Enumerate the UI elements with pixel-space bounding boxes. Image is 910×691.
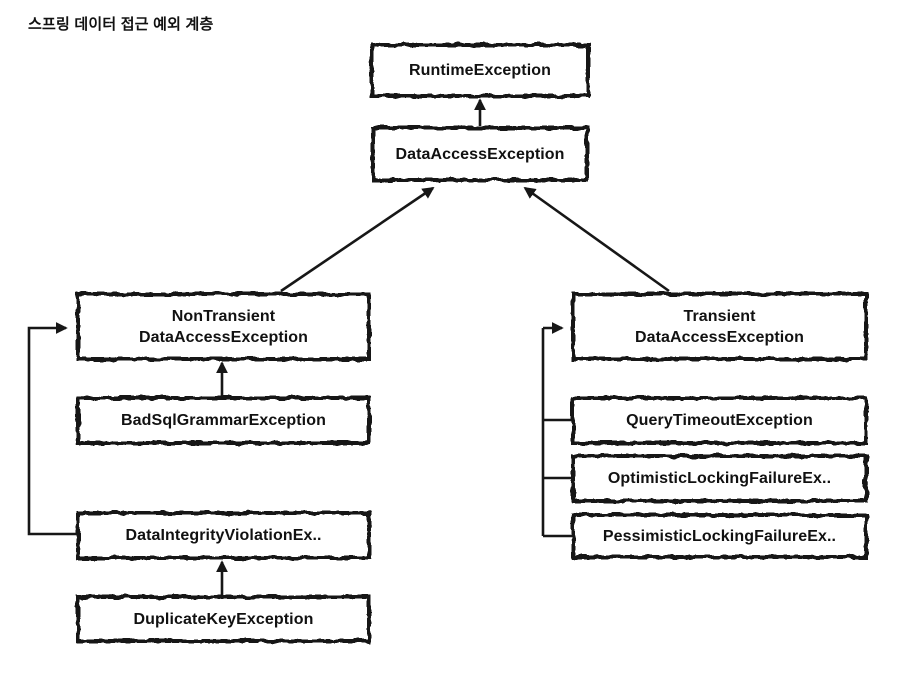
- node-runtime-exception: RuntimeException: [372, 45, 588, 96]
- node-label: RuntimeException: [408, 62, 552, 79]
- node-non-transient-data-access-exception: NonTransient DataAccessException: [78, 294, 369, 359]
- node-label: DataIntegrityViolationEx..: [125, 527, 322, 544]
- node-box-transient-data-access-exception: [571, 292, 868, 361]
- node-query-timeout-exception: QueryTimeoutException: [573, 398, 866, 443]
- node-label: OptimisticLockingFailureEx..: [607, 470, 832, 487]
- node-label: BadSqlGrammarException: [121, 412, 326, 429]
- node-label-line2: DataAccessException: [138, 328, 309, 346]
- node-optimistic-locking-failure-exception: OptimisticLockingFailureEx..: [573, 456, 866, 501]
- diagram-title: 스프링 데이터 접근 예외 계층: [28, 16, 214, 33]
- node-box-pessimistic-locking-failure-exception: [571, 513, 868, 559]
- node-box-runtime-exception: [370, 43, 590, 98]
- node-box-data-integrity-violation-exception: [76, 511, 371, 560]
- node-box-non-transient-data-access-exception: [76, 292, 371, 361]
- node-box-query-timeout-exception: [571, 396, 868, 445]
- node-label-line2: DataAccessException: [634, 328, 805, 346]
- node-label: QueryTimeoutException: [626, 412, 813, 429]
- node-box-bad-sql-grammar-exception: [76, 396, 371, 445]
- arrow-dataintegrity-to-nontransient: [27, 322, 78, 536]
- arrow-nontransient-to-dataaccess: [280, 186, 435, 293]
- node-transient-data-access-exception: Transient DataAccessException: [573, 294, 866, 359]
- node-box-optimistic-locking-failure-exception: [571, 454, 868, 503]
- node-box-data-access-exception: [371, 126, 589, 182]
- node-label: DuplicateKeyException: [133, 610, 314, 628]
- arrow-transient-to-dataaccess: [523, 186, 670, 293]
- node-label-line1: NonTransient: [171, 307, 276, 325]
- node-duplicate-key-exception: DuplicateKeyException: [78, 597, 369, 641]
- node-bad-sql-grammar-exception: BadSqlGrammarException: [78, 398, 369, 443]
- node-label: DataAccessException: [395, 145, 565, 163]
- node-label-line1: Transient: [683, 307, 756, 325]
- node-data-access-exception: DataAccessException: [373, 128, 587, 180]
- node-data-integrity-violation-exception: DataIntegrityViolationEx..: [78, 513, 369, 558]
- node-box-duplicate-key-exception: [76, 595, 371, 643]
- node-pessimistic-locking-failure-exception: PessimisticLockingFailureEx..: [573, 515, 866, 557]
- node-label: PessimisticLockingFailureEx..: [602, 527, 837, 545]
